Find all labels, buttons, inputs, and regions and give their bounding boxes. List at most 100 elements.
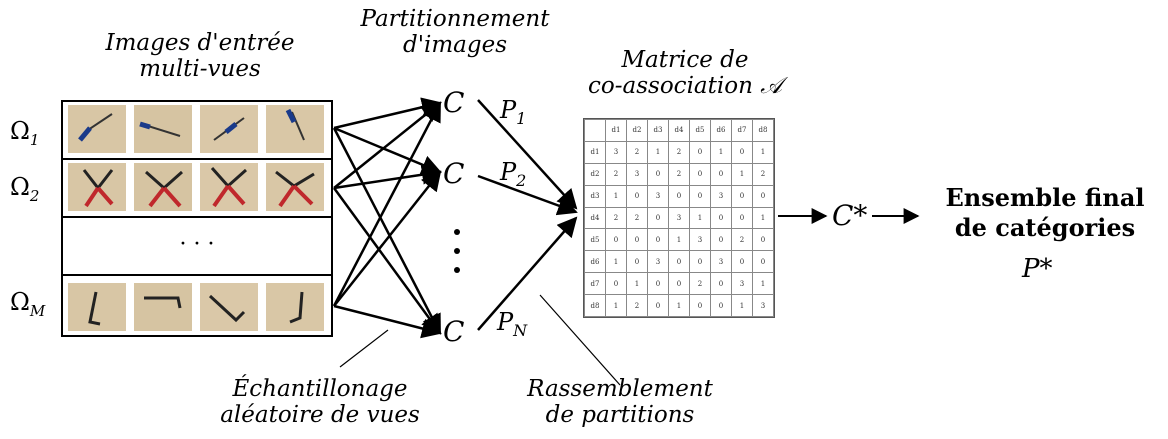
matrix-cell: d8 — [585, 295, 606, 317]
matrix-cell: 0 — [753, 251, 774, 273]
matrix-cell: 0 — [753, 185, 774, 207]
matrix-header-cell — [585, 120, 606, 142]
matrix-cell: 0 — [732, 207, 753, 229]
matrix-cell: 3 — [711, 185, 732, 207]
matrix-cell: 0 — [711, 163, 732, 185]
matrix-cell: 0 — [648, 229, 669, 251]
matrix-cell: 0 — [648, 207, 669, 229]
matrix-cell: 0 — [648, 295, 669, 317]
matrix-cell: 0 — [690, 185, 711, 207]
matrix-header-cell: d4 — [669, 120, 690, 142]
matrix-cell: 3 — [690, 229, 711, 251]
matrix-cell: 1 — [648, 141, 669, 163]
matrix-cell: 1 — [606, 295, 627, 317]
matrix-header-cell: d1 — [606, 120, 627, 142]
clusterer-2: C — [443, 157, 464, 190]
matrix-cell: 0 — [606, 273, 627, 295]
matrix-header-cell: d2 — [627, 120, 648, 142]
matrix-cell: d7 — [585, 273, 606, 295]
matrix-cell: 3 — [606, 141, 627, 163]
matrix-cell: 0 — [669, 251, 690, 273]
matrix-cell: 2 — [606, 207, 627, 229]
matrix-cell: 0 — [732, 141, 753, 163]
matrix-cell: 2 — [732, 229, 753, 251]
matrix-cell: 0 — [711, 295, 732, 317]
partition-label-n: PN — [497, 308, 527, 340]
matrix-cell: 0 — [627, 229, 648, 251]
matrix-cell: 0 — [669, 185, 690, 207]
matrix-cell: 0 — [606, 229, 627, 251]
matrix-cell: 0 — [690, 251, 711, 273]
matrix-cell: 1 — [627, 273, 648, 295]
matrix-cell: 0 — [690, 295, 711, 317]
matrix-cell: 2 — [669, 163, 690, 185]
matrix-cell: 3 — [711, 251, 732, 273]
matrix-cell: 3 — [627, 163, 648, 185]
matrix-cell: 1 — [606, 251, 627, 273]
matrix-cell: d3 — [585, 185, 606, 207]
matrix-cell: 0 — [690, 141, 711, 163]
c-star: C* — [832, 199, 867, 232]
matrix-cell: 1 — [690, 207, 711, 229]
matrix-cell: 3 — [648, 251, 669, 273]
matrix-cell: 3 — [753, 295, 774, 317]
matrix-cell: 0 — [711, 207, 732, 229]
matrix-header-cell: d7 — [732, 120, 753, 142]
gathering-label: Rassemblement de partitions — [500, 376, 740, 428]
pliers-images — [68, 163, 324, 211]
matrix-cell: 0 — [732, 251, 753, 273]
sampling-label: Échantillonage aléatoire de vues — [200, 376, 440, 428]
sampling-pointer — [340, 330, 388, 367]
matrix-cell: 2 — [627, 141, 648, 163]
matrix-cell: 1 — [669, 229, 690, 251]
matrix-cell: 2 — [669, 141, 690, 163]
matrix-cell: 2 — [690, 273, 711, 295]
matrix-cell: 2 — [606, 163, 627, 185]
matrix-cell: 1 — [732, 295, 753, 317]
final-set-label: Ensemble final de catégories — [920, 183, 1168, 243]
matrix-cell: 1 — [711, 141, 732, 163]
clusterer-1: C — [443, 86, 464, 119]
matrix-cell: 0 — [648, 163, 669, 185]
matrix-header-cell: d5 — [690, 120, 711, 142]
partition-arrows — [478, 100, 576, 330]
matrix-cell: 0 — [753, 229, 774, 251]
matrix-cell: 1 — [732, 163, 753, 185]
screwdriver-images — [68, 105, 324, 153]
matrix-cell: d5 — [585, 229, 606, 251]
matrix-cell: 0 — [732, 185, 753, 207]
matrix-cell: 2 — [753, 163, 774, 185]
matrix-cell: 1 — [753, 141, 774, 163]
matrix-cell: 0 — [711, 273, 732, 295]
matrix-cell: d2 — [585, 163, 606, 185]
matrix-cell: 3 — [648, 185, 669, 207]
vertical-dot — [454, 248, 460, 254]
matrix-cell: d6 — [585, 251, 606, 273]
matrix-cell: 0 — [627, 185, 648, 207]
matrix-cell: 3 — [669, 207, 690, 229]
matrix-cell: 2 — [627, 207, 648, 229]
matrix-cell: 1 — [753, 273, 774, 295]
vertical-dot — [454, 229, 460, 235]
row-ellipsis: · · · — [62, 232, 332, 257]
matrix-cell: 1 — [753, 207, 774, 229]
matrix-cell: d4 — [585, 207, 606, 229]
matrix-header-cell: d6 — [711, 120, 732, 142]
sampling-arrows — [334, 103, 440, 333]
partition-label-2: P2 — [500, 158, 526, 190]
hex-key-images — [68, 283, 324, 331]
vertical-dot — [454, 267, 460, 273]
matrix-cell: 1 — [606, 185, 627, 207]
final-partition-symbol: P* — [1022, 254, 1053, 284]
matrix-cell: 0 — [690, 163, 711, 185]
matrix-cell: 2 — [627, 295, 648, 317]
matrix-cell: 1 — [669, 295, 690, 317]
matrix-cell: 0 — [627, 251, 648, 273]
clusterer-n: C — [443, 315, 464, 348]
matrix-cell: 0 — [711, 229, 732, 251]
matrix-cell: 3 — [732, 273, 753, 295]
matrix-header-cell: d8 — [753, 120, 774, 142]
matrix-cell: 0 — [648, 273, 669, 295]
matrix-cell: d1 — [585, 141, 606, 163]
